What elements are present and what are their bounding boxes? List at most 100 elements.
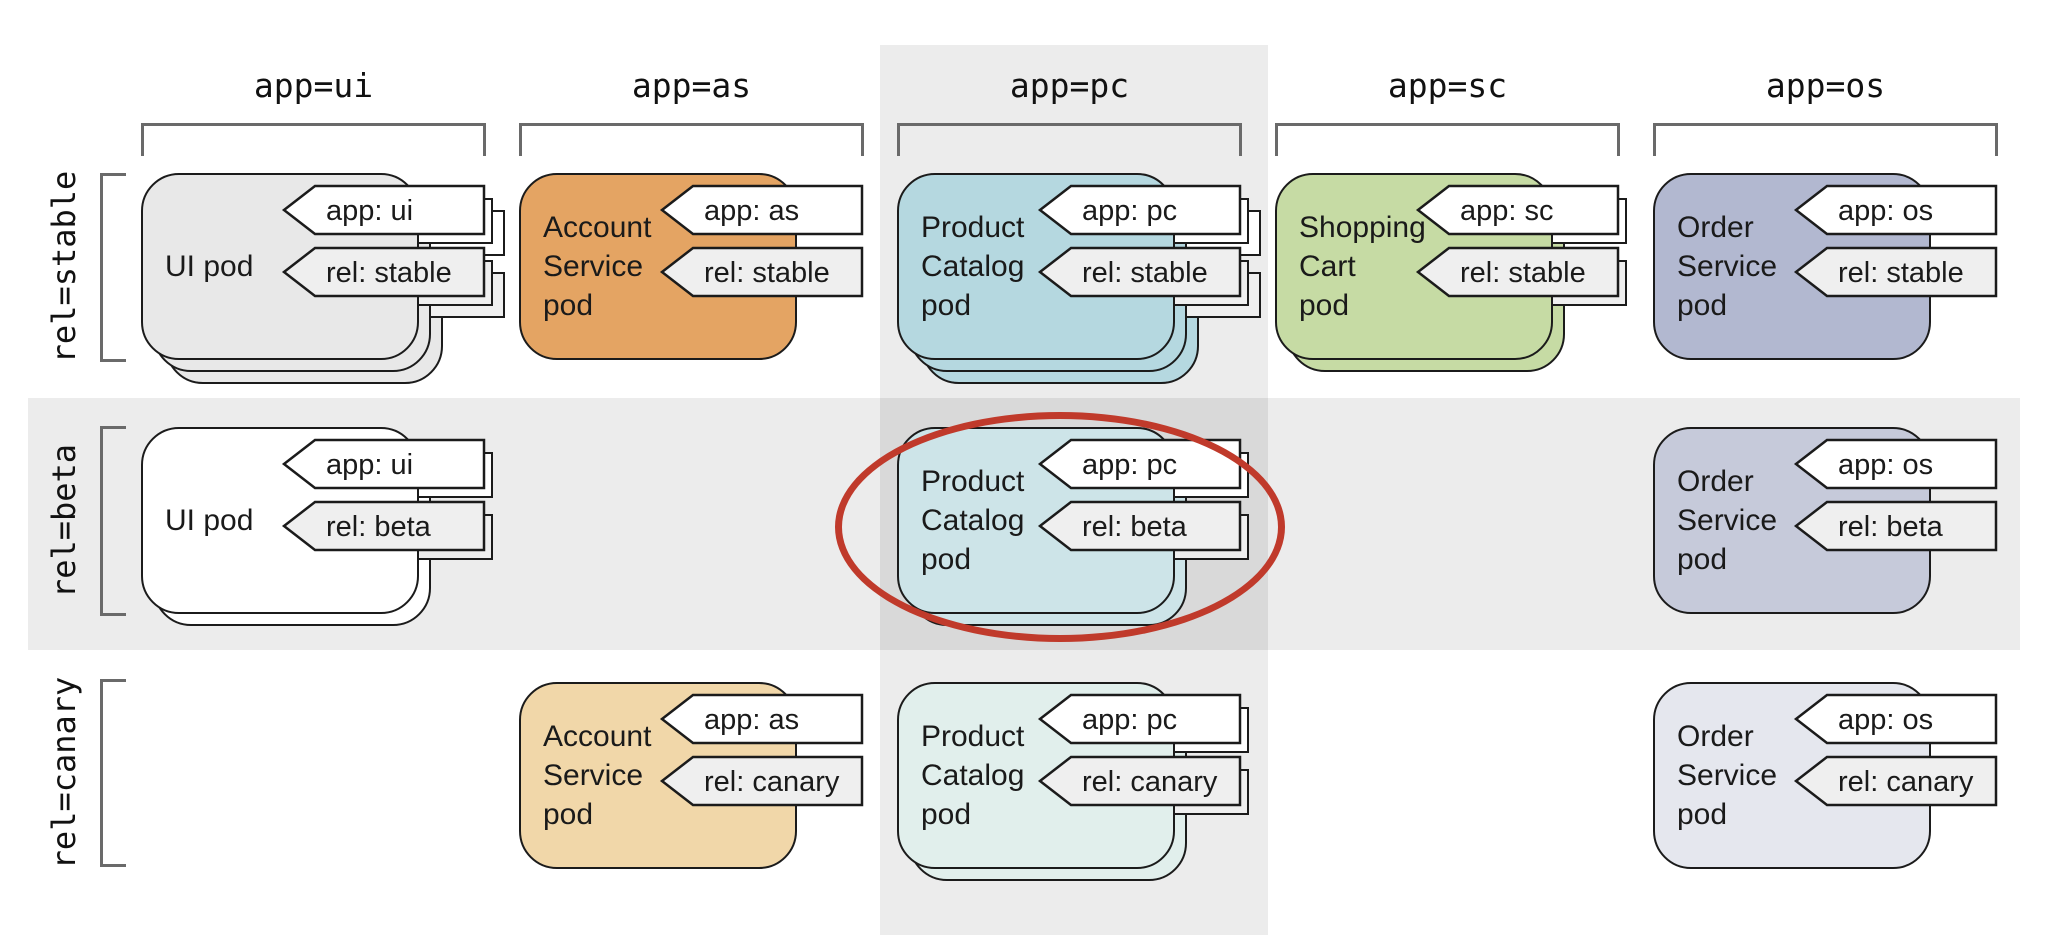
app-label-tag-shape bbox=[1037, 693, 1242, 745]
column-bracket-as bbox=[519, 123, 864, 156]
pod-name-line: Order bbox=[1677, 465, 1754, 498]
rel-label-tag-text: rel: stable bbox=[1460, 257, 1586, 289]
pod-name-line: UI pod bbox=[165, 250, 254, 283]
rel-label-tag-text: rel: beta bbox=[326, 511, 432, 543]
rel-label-tag-shape bbox=[659, 755, 864, 807]
pod-name-line: Shopping bbox=[1299, 211, 1426, 244]
app-label-tag-text: app: ui bbox=[326, 449, 413, 481]
pod-name-line: Service bbox=[1677, 504, 1778, 537]
app-label-tag-shape bbox=[1415, 184, 1620, 236]
rel-label-tag-shape bbox=[281, 246, 486, 298]
column-header-sc: app=sc bbox=[1387, 66, 1508, 105]
row-bracket-beta bbox=[100, 426, 126, 616]
rel-label-tag-shape bbox=[1793, 755, 1998, 807]
pod-name-line: pod bbox=[1299, 289, 1350, 322]
rel-label-tag: rel: beta bbox=[281, 500, 486, 552]
pod-name: UI pod bbox=[165, 427, 345, 614]
column-bracket-os bbox=[1653, 123, 1998, 156]
rel-label-tag-shape bbox=[659, 246, 864, 298]
app-label-tag: app: os bbox=[1793, 693, 1998, 745]
column-header-as: app=as bbox=[631, 66, 752, 105]
pod-name-line: pod bbox=[543, 289, 594, 322]
column-header-os: app=os bbox=[1765, 66, 1886, 105]
pod-name-line: Service bbox=[543, 250, 644, 283]
app-label-tag-text: app: pc bbox=[1082, 704, 1177, 736]
rel-label-tag-shape bbox=[1793, 246, 1998, 298]
rel-label-tag-text: rel: canary bbox=[1838, 766, 1974, 798]
pod-name-line: Account bbox=[543, 720, 652, 753]
column-bracket-sc bbox=[1275, 123, 1620, 156]
app-label-tag-text: app: os bbox=[1838, 449, 1933, 481]
rel-label-tag: rel: stable bbox=[659, 246, 864, 298]
rel-label-tag: rel: stable bbox=[1037, 246, 1242, 298]
pod-name-line: pod bbox=[921, 289, 972, 322]
row-bracket-stable bbox=[100, 173, 126, 362]
app-label-tag-shape bbox=[659, 184, 864, 236]
rel-label-tag: rel: stable bbox=[1793, 246, 1998, 298]
app-label-tag: app: pc bbox=[1037, 693, 1242, 745]
rel-label-tag-shape bbox=[1793, 500, 1998, 552]
row-label-beta: rel=beta bbox=[45, 443, 83, 599]
app-label-tag-text: app: ui bbox=[326, 195, 413, 227]
app-label-tag-shape bbox=[1793, 693, 1998, 745]
pod-name-line: Account bbox=[543, 211, 652, 244]
rel-label-tag: rel: canary bbox=[659, 755, 864, 807]
app-label-tag-text: app: pc bbox=[1082, 195, 1177, 227]
pod-name-line: Catalog bbox=[921, 759, 1025, 792]
rel-label-tag-shape bbox=[1037, 755, 1242, 807]
pod-name-line: Cart bbox=[1299, 250, 1356, 283]
pod-name-line: Service bbox=[543, 759, 644, 792]
pod-name-line: pod bbox=[1677, 798, 1728, 831]
rel-label-tag: rel: stable bbox=[1415, 246, 1620, 298]
app-label-tag-shape bbox=[1793, 438, 1998, 490]
app-label-tag-shape bbox=[1793, 184, 1998, 236]
app-label-tag-text: app: os bbox=[1838, 704, 1933, 736]
app-label-tag: app: os bbox=[1793, 438, 1998, 490]
app-label-tag-shape bbox=[281, 438, 486, 490]
rel-label-tag-text: rel: canary bbox=[704, 766, 840, 798]
app-label-tag: app: sc bbox=[1415, 184, 1620, 236]
pod-name-line: pod bbox=[1677, 289, 1728, 322]
app-label-tag: app: as bbox=[659, 693, 864, 745]
pod-name-line: pod bbox=[921, 798, 972, 831]
row-bracket-canary bbox=[100, 679, 126, 867]
rel-label-tag-shape bbox=[281, 500, 486, 552]
selection-ellipse bbox=[835, 412, 1285, 642]
rel-label-tag-text: rel: stable bbox=[1082, 257, 1208, 289]
app-label-tag: app: as bbox=[659, 184, 864, 236]
pod-name-line: UI pod bbox=[165, 504, 254, 537]
row-label-stable: rel=stable bbox=[45, 170, 83, 364]
app-label-tag-text: app: as bbox=[704, 704, 799, 736]
pod-name-line: Service bbox=[1677, 759, 1778, 792]
rel-label-tag-shape bbox=[1415, 246, 1620, 298]
rel-label-tag-text: rel: stable bbox=[704, 257, 830, 289]
pod-name-line: Product bbox=[921, 720, 1025, 753]
rel-label-tag: rel: beta bbox=[1793, 500, 1998, 552]
app-label-tag-text: app: sc bbox=[1460, 195, 1554, 227]
app-label-tag: app: ui bbox=[281, 184, 486, 236]
column-header-pc: app=pc bbox=[1009, 66, 1130, 105]
column-header-ui: app=ui bbox=[253, 66, 374, 105]
rel-label-tag: rel: canary bbox=[1793, 755, 1998, 807]
app-label-tag: app: ui bbox=[281, 438, 486, 490]
pod-name-line: Order bbox=[1677, 211, 1754, 244]
rel-label-tag-text: rel: stable bbox=[326, 257, 452, 289]
column-bracket-ui bbox=[141, 123, 486, 156]
pod-name: UI pod bbox=[165, 173, 345, 360]
rel-label-tag: rel: canary bbox=[1037, 755, 1242, 807]
pod-name-line: Product bbox=[921, 211, 1025, 244]
column-bracket-pc bbox=[897, 123, 1242, 156]
pod-name-line: Service bbox=[1677, 250, 1778, 283]
app-label-tag: app: os bbox=[1793, 184, 1998, 236]
app-label-tag-shape bbox=[1037, 184, 1242, 236]
pod-name-line: Catalog bbox=[921, 250, 1025, 283]
app-label-tag: app: pc bbox=[1037, 184, 1242, 236]
